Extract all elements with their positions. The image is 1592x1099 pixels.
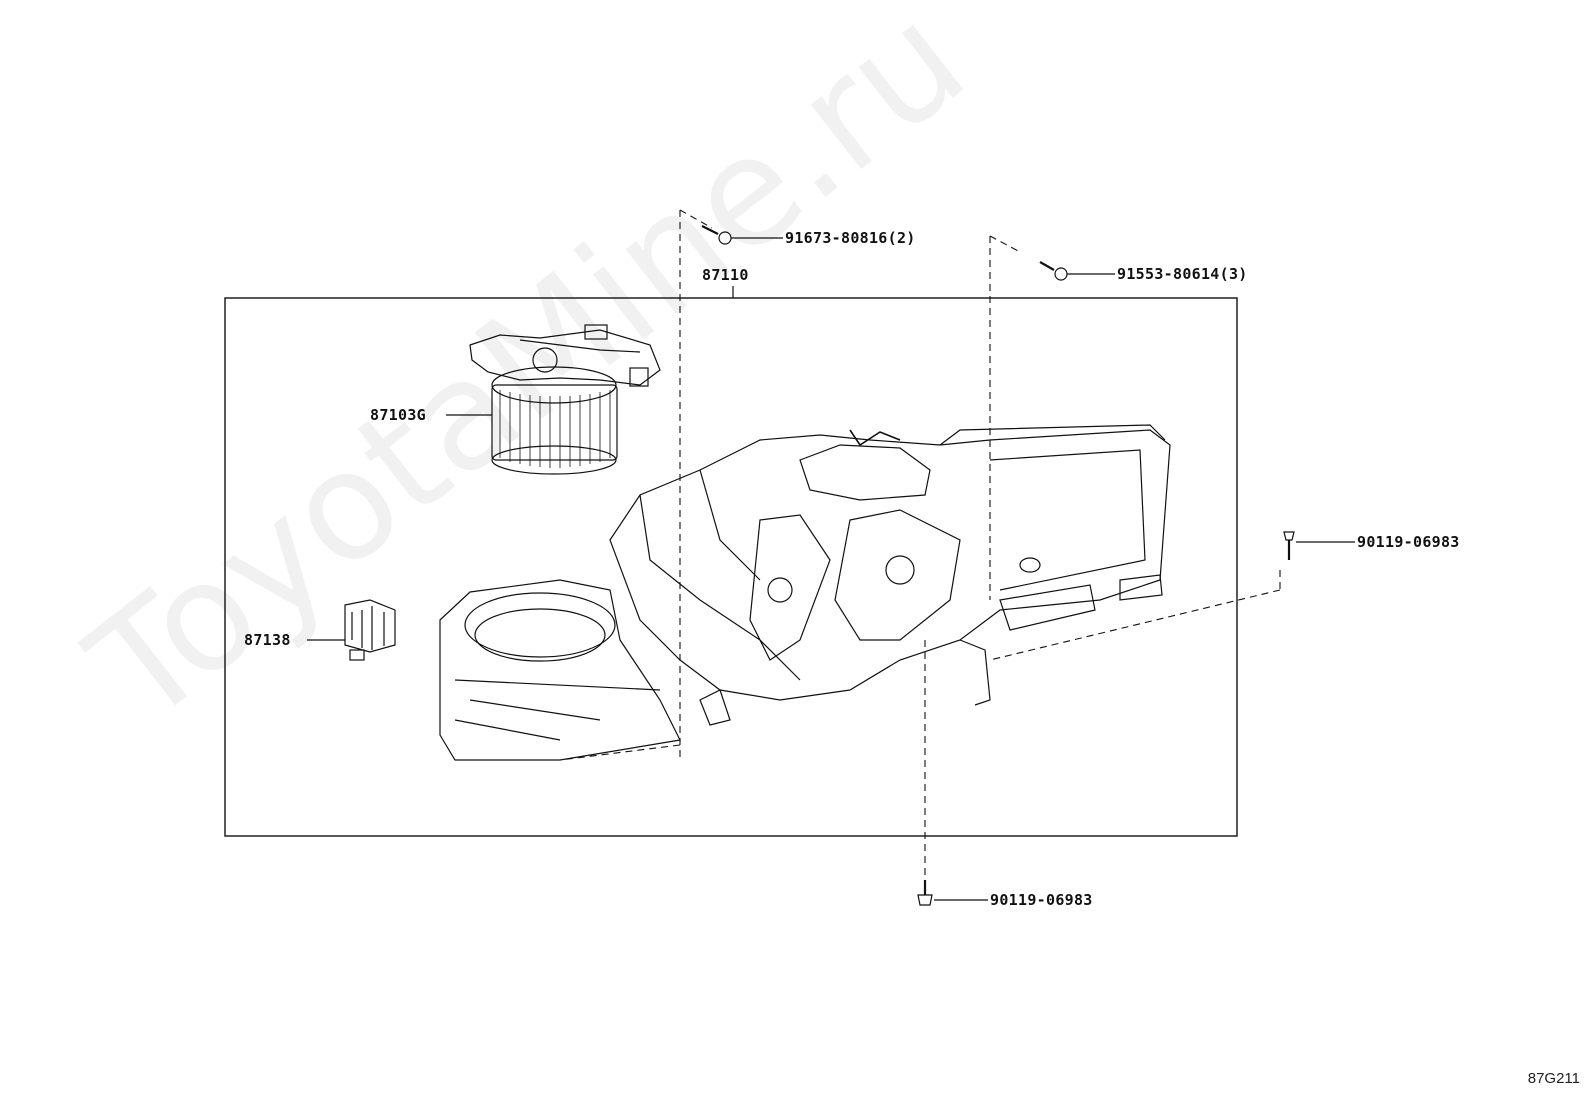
main-unit-drawing	[439, 424, 1171, 761]
label-screw-right: 91553-80614(3)	[1117, 265, 1248, 283]
label-screw-top: 91673-80816(2)	[785, 229, 916, 247]
label-bolt-bottom: 90119-06983	[990, 891, 1093, 909]
label-bolt-right: 90119-06983	[1357, 533, 1460, 551]
bolt-right-drawing	[1283, 531, 1295, 560]
screw-top-drawing	[701, 225, 732, 245]
label-87138: 87138	[244, 631, 291, 649]
label-87103G: 87103G	[370, 406, 426, 424]
label-87110: 87110	[702, 266, 749, 284]
assembly-frame	[224, 297, 1238, 837]
dashed-assembly-lines	[559, 209, 1281, 880]
bolt-bottom-drawing	[917, 880, 933, 906]
blower-motor-drawing	[469, 324, 661, 475]
resistor-drawing	[344, 599, 396, 661]
figure-code: 87G211	[1527, 1070, 1580, 1087]
screw-right-drawing	[1039, 261, 1068, 281]
